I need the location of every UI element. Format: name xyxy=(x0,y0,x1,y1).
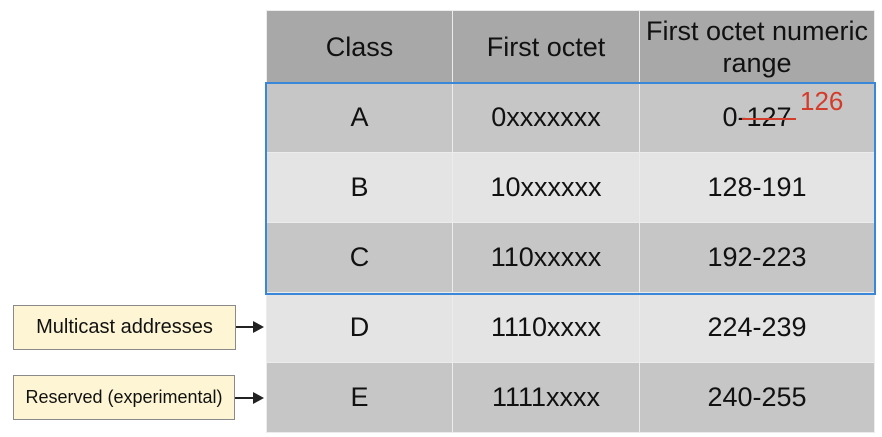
bits-cell: 0xxxxxxx xyxy=(452,82,640,153)
header-numeric-range: First octet numeric range xyxy=(639,10,875,83)
ip-class-table: Class First octet First octet numeric ra… xyxy=(266,10,875,433)
header-row: Class First octet First octet numeric ra… xyxy=(266,10,875,83)
range-cell: 192-223 xyxy=(639,222,875,293)
class-cell: C xyxy=(266,222,453,293)
range-start: 0- xyxy=(722,102,747,132)
bits-cell: 1111xxxx xyxy=(452,362,640,433)
range-cell: 240-255 xyxy=(639,362,875,433)
header-first-octet: First octet xyxy=(452,10,640,83)
bits-cell: 10xxxxxx xyxy=(452,152,640,223)
arrow-right-icon xyxy=(235,392,264,404)
class-cell: B xyxy=(266,152,453,223)
range-cell: 0-127 xyxy=(639,82,875,153)
class-cell: D xyxy=(266,292,453,363)
bits-cell: 110xxxxx xyxy=(452,222,640,293)
range-cell: 224-239 xyxy=(639,292,875,363)
struck-range-end-text: 127 xyxy=(746,102,792,132)
class-cell: A xyxy=(266,82,453,153)
table-row: B 10xxxxxx 128-191 xyxy=(266,152,875,223)
strikethrough-line xyxy=(742,118,796,121)
range-cell: 128-191 xyxy=(639,152,875,223)
arrow-right-icon xyxy=(236,321,264,333)
struck-range-end: 127 xyxy=(742,102,796,133)
table-row: E 1111xxxx 240-255 xyxy=(266,362,875,433)
table-row: D 1110xxxx 224-239 xyxy=(266,292,875,363)
bits-cell: 1110xxxx xyxy=(452,292,640,363)
table-row: C 110xxxxx 192-223 xyxy=(266,222,875,293)
header-class: Class xyxy=(266,10,453,83)
reserved-note: Reserved (experimental) xyxy=(13,375,235,420)
table-row: A 0xxxxxxx 0-127 xyxy=(266,82,875,153)
class-cell: E xyxy=(266,362,453,433)
range-correction: 126 xyxy=(800,86,844,116)
multicast-note: Multicast addresses xyxy=(13,305,236,350)
